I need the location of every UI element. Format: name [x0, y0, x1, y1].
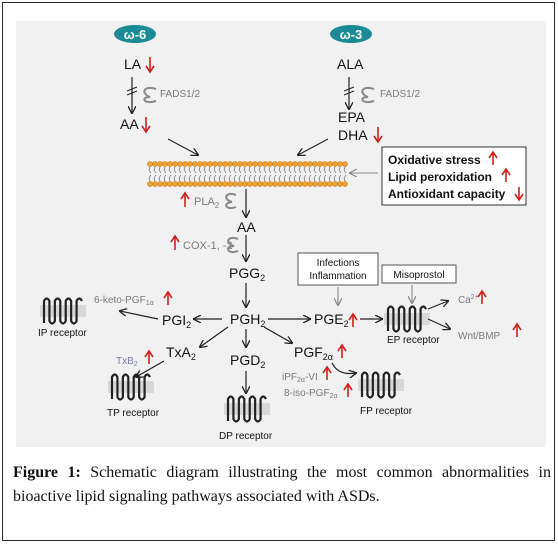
pgh2-to-pgf2a-arrow: [263, 326, 292, 343]
right-conversion-arrow: [343, 77, 375, 109]
cell-membrane: [147, 161, 348, 187]
pla2-enzyme-icon: [225, 192, 237, 210]
lipid-pathway-diagram: ω-6 ω-3 LA ALA FADS1/2: [38, 25, 527, 442]
cox-enzyme-icon: [227, 236, 239, 254]
ip-receptor-label: IP receptor: [38, 328, 87, 339]
pla2-label: PLA2: [194, 196, 220, 210]
epa-label: EPA: [338, 109, 366, 125]
omega6-label: ω-6: [124, 27, 147, 42]
ca2-label: Ca2+: [458, 294, 479, 306]
pgf2a-to-fp-arrow: [331, 362, 356, 374]
fads-left-label: FADS1/2: [160, 89, 200, 100]
inflammation-label: Inflammation: [309, 271, 366, 282]
ala-label: ALA: [337, 56, 364, 72]
oxidative-up-arrow: [488, 150, 498, 165]
misoprostol-box: Misoprostol: [381, 264, 457, 284]
txa2-label: TxA2: [166, 344, 196, 362]
ca2-up-arrow: [477, 289, 487, 304]
ipf2a-label: iPF2α-VI: [282, 372, 318, 384]
pgh2-label: PGH2: [230, 311, 265, 329]
pge2-up-arrow: [348, 312, 358, 327]
misoprostol-label: Misoprostol: [393, 270, 444, 281]
omega6-badge: ω-6: [114, 25, 156, 43]
ep-to-ca2-arrow: [427, 301, 448, 310]
wnt-up-arrow: [512, 322, 522, 337]
pgf2a-up-arrow: [337, 343, 347, 358]
tp-receptor-icon: [108, 373, 154, 401]
pgf2a-label: PGF2α: [294, 344, 333, 362]
txb2-label: TxB2: [116, 356, 138, 368]
ep-receptor-icon: [384, 305, 430, 333]
omega3-label: ω-3: [340, 27, 363, 42]
aa-to-membrane-arrow: [167, 138, 198, 155]
oxidative-stress-label: Oxidative stress: [388, 153, 481, 167]
caption-text: Schematic diagram illustrating the most …: [13, 464, 552, 505]
antioxidant-capacity-label: Antioxidant capacity: [388, 187, 506, 201]
txb2-up-arrow: [144, 349, 154, 364]
ep-receptor-label: EP receptor: [387, 335, 440, 346]
la-down-arrow: [145, 57, 155, 74]
dha-to-membrane-arrow: [298, 138, 329, 155]
pgg2-label: PGG2: [229, 265, 265, 283]
lipid-up-arrow: [501, 167, 511, 182]
ep-to-wnt-arrow: [427, 318, 450, 329]
lipid-peroxidation-label: Lipid peroxidation: [388, 170, 492, 184]
dp-receptor-icon: [224, 395, 270, 423]
dha-label: DHA: [338, 127, 368, 143]
wnt-label: Wnt/BMP: [458, 331, 501, 342]
fp-receptor-label: FP receptor: [360, 406, 413, 417]
omega3-badge: ω-3: [330, 25, 372, 43]
ipf2a-up-arrow: [322, 365, 332, 380]
la-label: LA: [124, 56, 142, 72]
tp-receptor-label: TP receptor: [107, 408, 160, 419]
oxidative-stress-box: Oxidative stress Lipid peroxidation Anti…: [381, 146, 527, 206]
left-conversion-arrow: [126, 77, 157, 113]
antioxidant-down-arrow: [514, 187, 524, 202]
keto-pgf-label: 6-keto-PGF1α: [94, 295, 154, 307]
infections-box: Infections Inflammation: [297, 252, 379, 286]
pgd2-label: PGD2: [230, 352, 265, 370]
dp-receptor-label: DP receptor: [219, 431, 273, 442]
aa-mid-label: AA: [237, 219, 256, 235]
keto-pgf-up-arrow: [163, 290, 173, 305]
diagram-panel: ω-6 ω-3 LA ALA FADS1/2: [16, 21, 546, 447]
pla2-up-arrow: [180, 191, 190, 207]
isopgf-label: 8-iso-PGF2α: [284, 388, 338, 400]
dha-down-arrow: [373, 127, 383, 144]
caption-label: Figure 1:: [13, 464, 81, 481]
fp-receptor-icon: [358, 371, 404, 399]
pgi2-to-ip-arrow: [120, 311, 159, 320]
figure-caption: Figure 1: Schematic diagram illustrating…: [13, 461, 551, 509]
cox-label: COX-1, -2: [183, 240, 233, 252]
fads-right-label: FADS1/2: [380, 89, 420, 100]
pgh2-to-txa2-arrow: [200, 326, 229, 347]
isopgf-up-arrow: [343, 382, 353, 397]
aa-down-arrow: [141, 117, 151, 134]
aa-top-label: AA: [120, 116, 139, 132]
infections-label: Infections: [317, 258, 360, 269]
pgi2-label: PGI2: [162, 312, 191, 330]
txa2-to-tp-arrow: [136, 360, 165, 377]
ip-receptor-icon: [40, 297, 86, 325]
cox-up-arrow: [170, 234, 180, 250]
pge2-label: PGE2: [314, 311, 349, 329]
